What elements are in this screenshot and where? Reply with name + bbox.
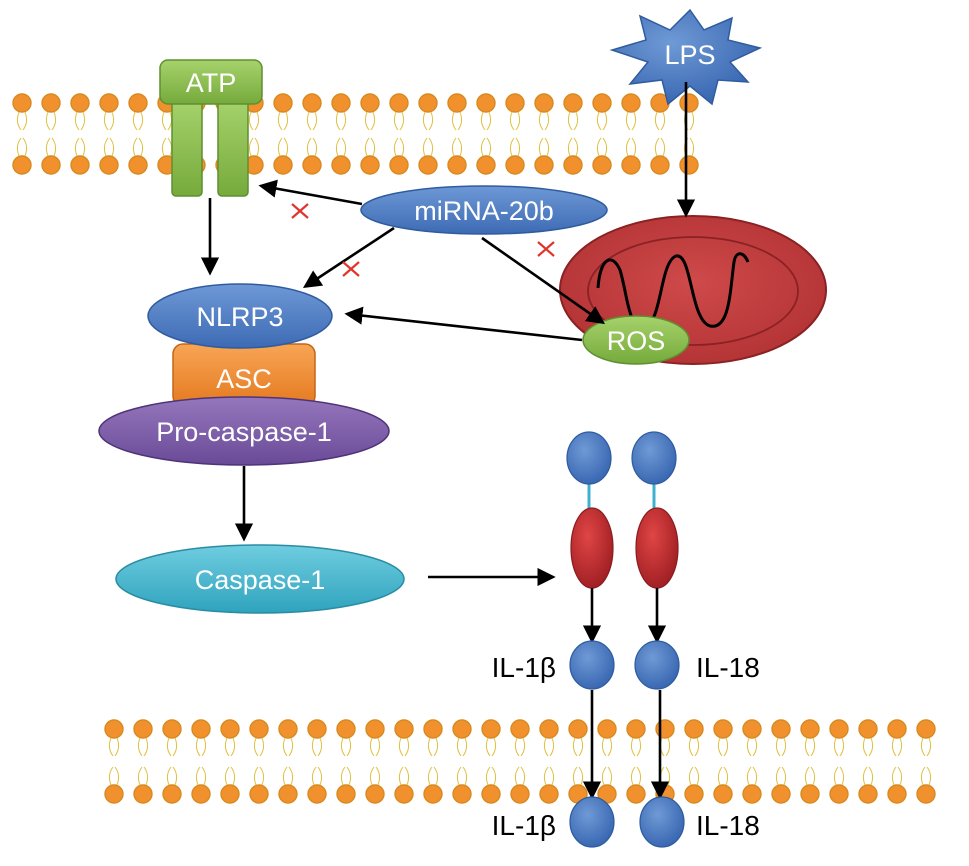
pro-caspase-ellipse [98,396,390,466]
upper-lipid-bilayer [12,93,699,175]
inhibit-x-atp [291,203,309,219]
nlrp3-label: NLRP3 [196,302,283,332]
mirna-20b-node: miRNA-20b [360,185,608,235]
il-18-outer-label: IL-18 [696,810,760,841]
il-1b-precursor [566,431,615,848]
pro-caspase-label: Pro-caspase-1 [156,417,332,447]
il-18-inner-label: IL-18 [696,652,760,683]
atp-label: ATP [186,68,237,98]
caspase-label: Caspase-1 [195,565,326,595]
lower-lipid-bilayer [104,719,936,804]
caspase-1-node: Caspase-1 [115,544,405,614]
inhibit-x-nlrp3 [342,261,360,277]
il-1b-outer-label: IL-1β [492,810,556,841]
ros-label: ROS [607,326,666,356]
inhibition-marks [291,203,555,277]
arrow-ros-to-nlrp3 [344,306,583,342]
arrow-mirna-to-atp [258,179,363,206]
inflammasome-complex: ASC NLRP3 Pro-caspase-1 [98,283,390,466]
inhibit-x-ros [537,241,555,257]
asc-label: ASC [216,364,272,394]
il-18-precursor [631,431,685,848]
mirna-label: miRNA-20b [414,196,554,226]
lps-starburst: LPS [609,8,763,106]
lps-label: LPS [664,40,715,70]
atp-receptor-channel: ATP [159,59,263,197]
arrow-mirna-to-ros [481,236,605,325]
pathway-arrows [200,82,696,587]
il-1b-inner-label: IL-1β [492,652,556,683]
arrow-mirna-to-nlrp3 [302,226,395,289]
nlrp3-ellipse [147,283,333,349]
ros-node: ROS [582,315,690,365]
